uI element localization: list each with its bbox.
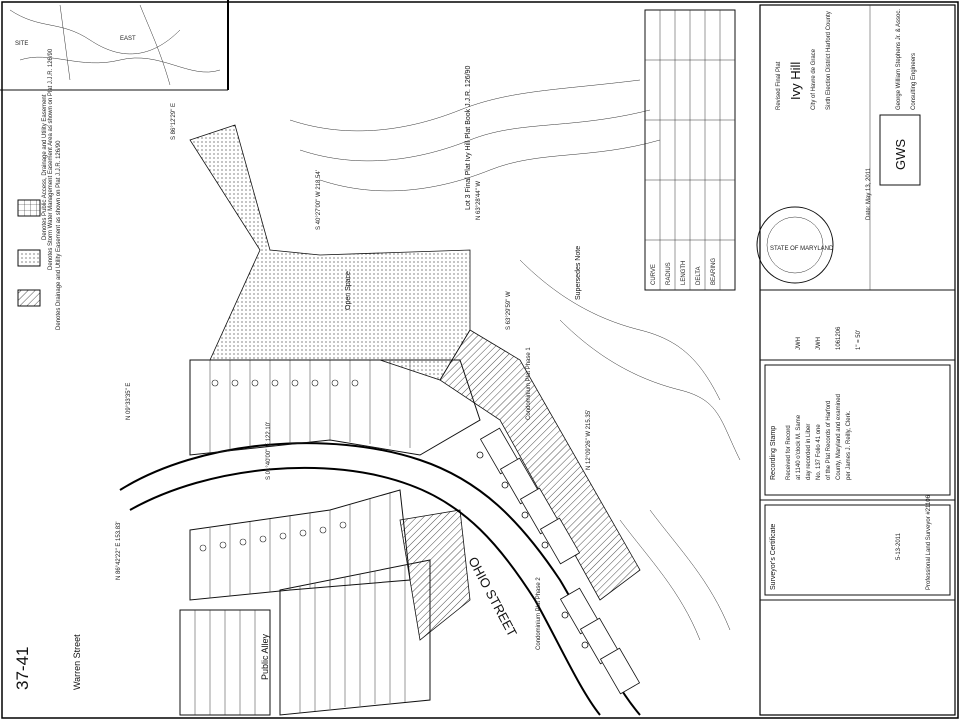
svg-text:S 86°12'29" E: S 86°12'29" E	[171, 103, 177, 140]
firm-name: George William Stephens Jr. & Assoc.	[896, 9, 902, 110]
drawn-by: JWH	[796, 337, 802, 350]
svg-text:Received for Record: Received for Record	[786, 425, 792, 480]
svg-text:DELTA: DELTA	[696, 267, 702, 285]
svg-text:N 12°09'26" W 215.35': N 12°09'26" W 215.35'	[586, 410, 592, 470]
svg-text:N 63°28'44" W: N 63°28'44" W	[476, 181, 482, 220]
plat-date: Date: May 13, 2011	[866, 167, 872, 220]
public-access-easement	[439, 329, 641, 601]
svg-text:RADIUS: RADIUS	[666, 262, 672, 285]
recording-stamp: Recording Stamp Received for Record at 1…	[764, 364, 951, 496]
sheet-label: 37-41	[13, 647, 32, 690]
legend-hatch-label: Denotes Public Access, Drainage and Util…	[42, 94, 48, 240]
svg-text:BEARING: BEARING	[711, 258, 717, 285]
gws-logo: GWS	[879, 114, 921, 186]
svg-text:GWS: GWS	[893, 139, 908, 170]
svg-text:5-13-2011: 5-13-2011	[896, 532, 902, 560]
open-space-label: Open Space	[345, 271, 352, 310]
legend: Denotes Drainage and Utility Easement as…	[17, 48, 62, 330]
checked-by: JWH	[816, 337, 822, 350]
svg-text:S 01°40'00" E 122.10': S 01°40'00" E 122.10'	[266, 422, 272, 480]
contour-lines	[289, 79, 741, 641]
survey-markers	[476, 451, 589, 649]
vicinity-map: SITE EAST	[9, 4, 221, 86]
firm-subtitle: Consulting Engineers	[911, 53, 917, 110]
svg-text:County, Maryland and examined: County, Maryland and examined	[836, 394, 842, 480]
storm-water-easement-area	[189, 124, 471, 381]
svg-text:N 09°33'35" E: N 09°33'35" E	[126, 383, 132, 420]
svg-text:LENGTH: LENGTH	[681, 261, 687, 285]
project-name: Ivy Hill	[788, 62, 803, 100]
svg-text:STATE OF MARYLAND: STATE OF MARYLAND	[770, 246, 834, 252]
condo-phase-1-label: Condominium Plat Phase 1	[526, 347, 532, 420]
curve-table: CURVE RADIUS LENGTH DELTA BEARING	[644, 9, 736, 291]
svg-text:S 40°27'00" W 218.54': S 40°27'00" W 218.54'	[316, 170, 322, 230]
left-lot-column	[179, 609, 271, 716]
svg-text:EAST: EAST	[120, 36, 136, 42]
svg-text:Surveyor's Certificate: Surveyor's Certificate	[770, 524, 777, 590]
middle-lot-block	[189, 489, 411, 601]
svg-text:CURVE: CURVE	[651, 264, 657, 285]
lower-lot-block	[279, 509, 471, 716]
surveyors-certificate: Surveyor's Certificate Professional Land…	[764, 494, 951, 596]
project-location: City of Havre de Grace	[811, 48, 817, 110]
legend-dots-label: Denotes Storm Water Management Easement …	[48, 48, 54, 270]
svg-text:per James J. Reilly, Clerk.: per James J. Reilly, Clerk.	[846, 410, 852, 480]
condominium-buildings	[479, 427, 641, 695]
svg-text:Lot 3 Final Plat Ivy Hill Plat: Lot 3 Final Plat Ivy Hill Plat Book J.J.…	[465, 66, 472, 210]
svg-text:SITE: SITE	[15, 41, 28, 47]
svg-text:Recording Stamp: Recording Stamp	[770, 426, 777, 480]
project-number: 1061206	[836, 326, 842, 350]
condo-phase-2-label: Condominium Plat Phase 2	[536, 577, 542, 650]
street-label-warren: Warren Street	[72, 634, 82, 690]
supersedes-note-title: Supersedes Note	[575, 246, 582, 300]
svg-text:of the Plat Records of Harford: of the Plat Records of Harford	[826, 401, 832, 480]
svg-text:at 1140 o'clock M. Same: at 1140 o'clock M. Same	[796, 414, 802, 480]
street-label-public-alley: Public Alley	[260, 633, 270, 680]
lot-3-label: Lot 3 Final Plat Ivy Hill Plat Book J.J.…	[465, 66, 472, 210]
project-district: Sixth Election District Harford County	[826, 11, 832, 110]
svg-text:S 63°29'59" W: S 63°29'59" W	[506, 291, 512, 330]
state-seal: STATE OF MARYLAND	[756, 206, 834, 284]
title-block: Ivy Hill Revised Final Plat City of Havr…	[759, 4, 956, 716]
svg-text:Professional Land Surveyor #21: Professional Land Surveyor #21106	[926, 494, 932, 590]
legend-grid-label: Denotes Drainage and Utility Easement as…	[56, 140, 62, 330]
scale-value: 1" = 50'	[856, 330, 862, 350]
svg-text:No. 137 Folio 41 one: No. 137 Folio 41 one	[816, 424, 822, 480]
svg-text:day recorded in Liber: day recorded in Liber	[806, 424, 812, 480]
bearing-labels: S 86°12'29" E N 09°33'35" E S 40°27'00" …	[116, 103, 592, 580]
svg-text:N 86°42'22" E 153.83': N 86°42'22" E 153.83'	[116, 521, 122, 580]
project-subtitle: Revised Final Plat	[776, 61, 782, 110]
